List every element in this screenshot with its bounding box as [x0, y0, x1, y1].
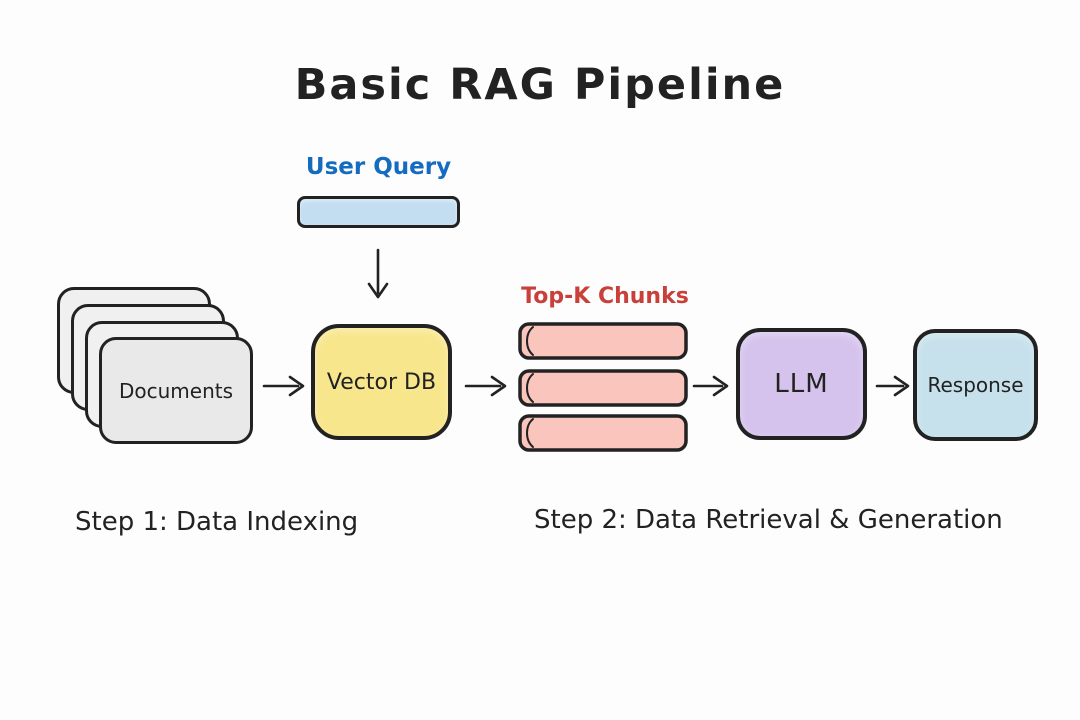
- arrow-vector-db-to-chunks-icon: [464, 375, 507, 397]
- vector-db-node: Vector DB: [311, 324, 452, 440]
- arrow-documents-to-vector-db-icon: [262, 375, 305, 397]
- page-title: Basic RAG Pipeline: [294, 60, 786, 110]
- documents-label: Documents: [118, 378, 234, 403]
- response-node: Response: [913, 329, 1038, 441]
- chunk-bar: [518, 369, 688, 407]
- step-1-caption: Step 1: Data Indexing: [75, 507, 359, 537]
- top-k-chunks-label: Top-K Chunks: [521, 284, 689, 309]
- user-query-box: [297, 196, 460, 228]
- documents-stack: Documents: [57, 287, 257, 447]
- arrow-chunks-to-llm-icon: [692, 375, 729, 397]
- response-label: Response: [927, 373, 1024, 397]
- arrow-user-query-to-vector-db-icon: [367, 248, 389, 299]
- user-query-label: User Query: [305, 154, 452, 180]
- vector-db-label: Vector DB: [326, 369, 437, 395]
- llm-node: LLM: [736, 328, 867, 440]
- chunk-bar: [518, 414, 688, 452]
- step-2-caption: Step 2: Data Retrieval & Generation: [534, 505, 1003, 535]
- chunk-bar: [518, 322, 688, 360]
- document-card-front: Documents: [99, 337, 253, 444]
- llm-label: LLM: [774, 369, 829, 399]
- arrow-llm-to-response-icon: [875, 375, 910, 397]
